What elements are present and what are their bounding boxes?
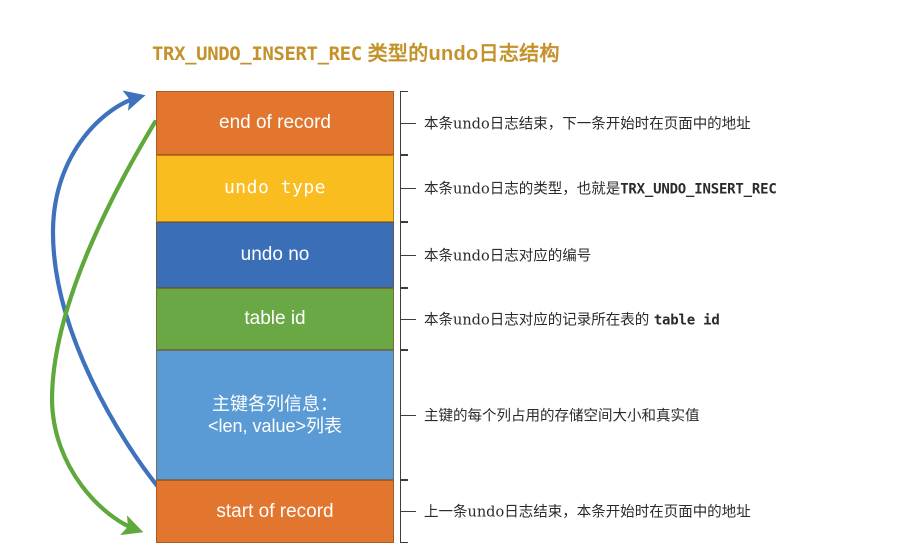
bracket-tick-table-id bbox=[400, 319, 416, 320]
annotation-primary-key-columns: 主键的每个列占用的存储空间大小和真实值 bbox=[424, 405, 700, 426]
field-label-table-id: table id bbox=[244, 308, 306, 330]
annotation-text-end-of-record: 本条undo日志结束，下一条开始时在页面中的地址 bbox=[424, 116, 751, 133]
field-label-primary-key-columns: 主键各列信息： <len, value>列表 bbox=[207, 393, 343, 437]
bracket-tick-undo-no bbox=[400, 255, 416, 256]
field-box-end-of-record[interactable]: end of record bbox=[156, 91, 394, 155]
annotation-text-start-of-record: 上一条undo日志结束，本条开始时在页面中的地址 bbox=[424, 504, 751, 521]
page-title: TRX_UNDO_INSERT_REC 类型的undo日志结构 bbox=[152, 37, 560, 66]
bracket-tick-start-of-record bbox=[400, 511, 416, 512]
field-label-start-of-record: start of record bbox=[216, 500, 334, 522]
field-label-undo-no: undo no bbox=[240, 244, 310, 266]
field-box-primary-key-columns[interactable]: 主键各列信息： <len, value>列表 bbox=[156, 350, 394, 480]
annotation-undo-no: 本条undo日志对应的编号 bbox=[424, 245, 591, 266]
field-label-end-of-record: end of record bbox=[219, 112, 331, 134]
annotation-table-id: 本条undo日志对应的记录所在表的 table id bbox=[424, 309, 720, 330]
field-box-start-of-record[interactable]: start of record bbox=[156, 480, 394, 543]
bracket-tick-undo-type bbox=[400, 188, 416, 189]
annotation-start-of-record: 上一条undo日志结束，本条开始时在页面中的地址 bbox=[424, 501, 751, 522]
annotation-text-undo-type: 本条undo日志的类型，也就是 bbox=[424, 181, 621, 198]
field-box-undo-no[interactable]: undo no bbox=[156, 222, 394, 288]
field-box-undo-type[interactable]: undo type bbox=[156, 155, 394, 222]
field-box-table-id[interactable]: table id bbox=[156, 288, 394, 350]
annotation-text-undo-no: 本条undo日志对应的编号 bbox=[424, 248, 592, 265]
green-arrow-to-start-of-record bbox=[49, 119, 158, 536]
undo-log-field-stack: end of record undo type undo no table id… bbox=[156, 91, 394, 543]
page-title-rest: 类型的undo日志结构 bbox=[361, 43, 560, 65]
field-label-undo-type: undo type bbox=[223, 177, 327, 199]
bracket-tick-primary-key-columns bbox=[400, 415, 416, 416]
annotation-text-primary-key-columns: 主键的每个列占用的存储空间大小和真实值 bbox=[424, 408, 700, 425]
annotation-mono-undo-type: TRX_UNDO_INSERT_REC bbox=[620, 181, 777, 198]
annotation-text-table-id: 本条undo日志对应的记录所在表的 bbox=[424, 312, 654, 329]
page-title-mono: TRX_UNDO_INSERT_REC bbox=[152, 43, 362, 65]
annotation-mono-table-id: table id bbox=[653, 312, 720, 329]
annotation-undo-type: 本条undo日志的类型，也就是TRX_UNDO_INSERT_REC bbox=[424, 178, 777, 199]
annotation-end-of-record: 本条undo日志结束，下一条开始时在页面中的地址 bbox=[424, 113, 751, 134]
blue-arrow-to-end-of-record bbox=[50, 90, 162, 491]
bracket-tick-end-of-record bbox=[400, 123, 416, 124]
